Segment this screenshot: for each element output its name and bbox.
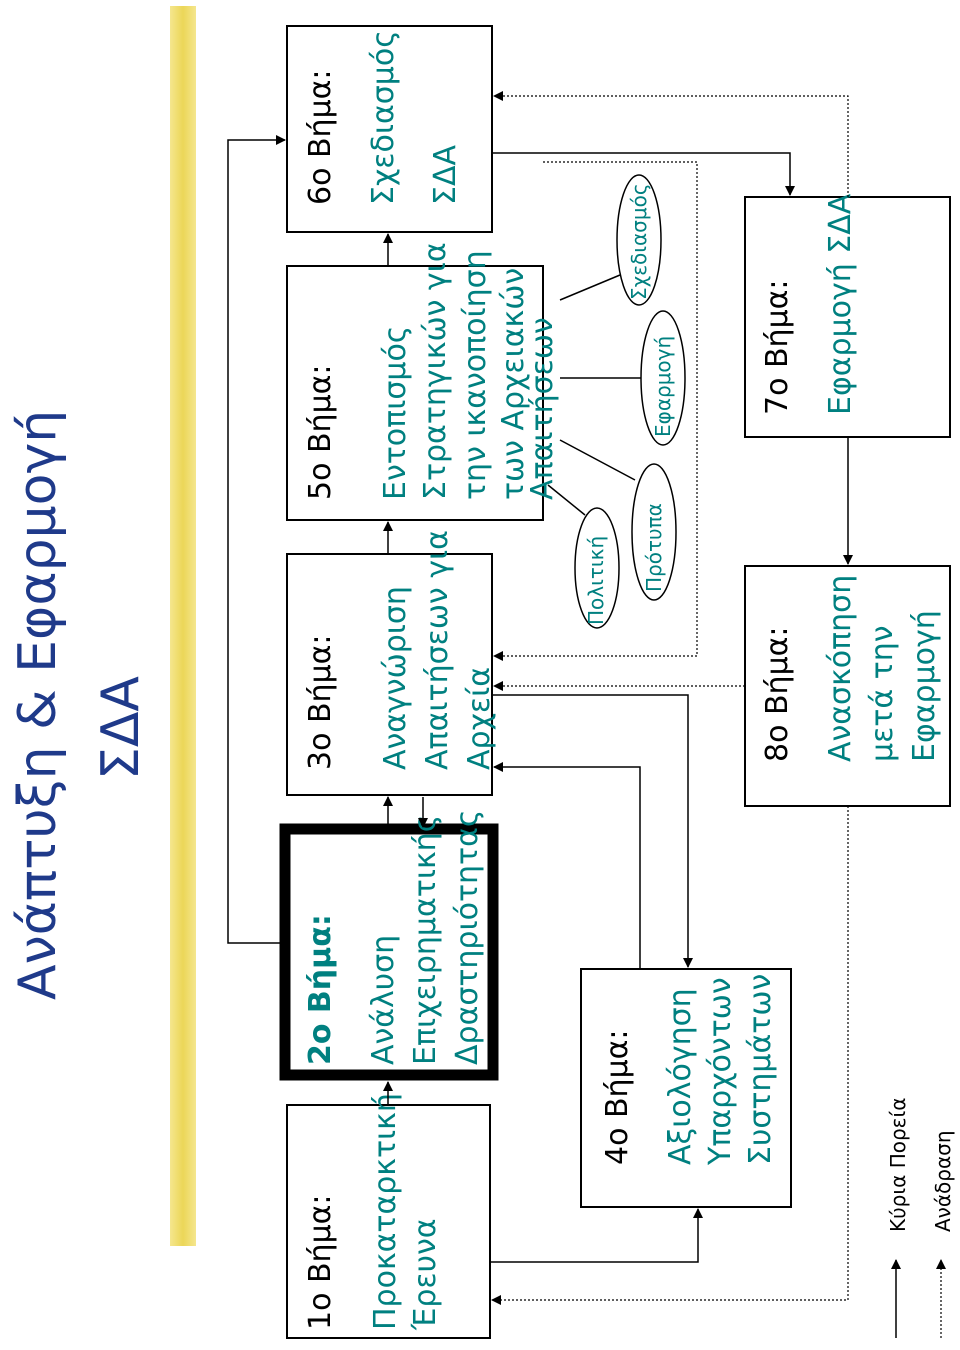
oval-politiki [574,507,620,629]
step5-line-4: των Αρχειακών [496,268,531,500]
step6-box [286,25,493,233]
oval-protypa [631,463,677,601]
feedback-7-6 [493,91,849,197]
step3-line-1: Αναγνώριση [378,586,413,770]
step4-box [580,968,792,1208]
step8-line-3: Εφαρμογή [907,610,942,762]
arrow-3-4 [492,694,693,968]
step1-line-2: Έρευνα [408,1218,443,1331]
legend-main-label: Κύρια Πορεία [886,1098,910,1232]
step4-label: 4ο Βήμα: [600,1029,635,1165]
step6-line-2: ΣΔΑ [428,145,463,205]
feedback-5-3 [493,161,698,661]
step5-line-5: Απαιτήσεων [525,317,560,500]
step5-box [286,265,544,521]
step7-line-1: Εφαρμογή ΣΔΑ [823,193,858,415]
legend-feedback-label: Ανάδραση [931,1130,955,1232]
step1-label: 1ο Βήμα: [303,1194,338,1330]
page-title-2: ΣΔΑ [91,676,151,780]
page-title: Ανάπτυξη & Εφαρμογή [8,410,68,1000]
step8-line-2: μετά την [865,625,900,762]
step7-label: 7ο Βήμα: [760,279,795,415]
step2-label: 2ο Βήμα: [303,914,338,1065]
step3-box [286,553,493,796]
step8-line-1: Ανασκόπηση [823,575,858,762]
step5-line-1: Εντοπισμός [378,326,413,500]
oval-sxediasmos-label: Σχεδιασμός [627,183,651,300]
oval-sxediasmos [616,174,662,306]
title-line-2: ΣΔΑ [91,676,151,780]
step5-label: 5ο Βήμα: [303,364,338,500]
link-step5-sxediasmos [559,274,621,301]
step2-line-3: Δραστηριότητας [450,810,485,1066]
step8-label: 8ο Βήμα: [760,626,795,762]
step6-line-1: Σχεδιασμός [366,30,401,205]
step2-box [279,823,499,1081]
step5-line-3: την ικανοποίηση [458,250,493,500]
step4-line-2: Υπαρχόντων [703,977,738,1166]
link-step5-politiki [547,484,586,516]
arrow-1-4 [490,1208,703,1263]
step3-line-2: Απαιτήσεων για [420,530,455,770]
decorative-yellow-bar [170,6,196,1246]
step1-line-1: Προκαταρκτική [368,1093,403,1330]
step6-label: 6ο Βήμα: [303,69,338,205]
oval-efarmogi-label: Εφαρμογή [651,336,675,437]
arrow-6-7 [492,152,795,196]
step1-box [286,1104,491,1339]
oval-politiki-label: Πολιτική [584,536,608,625]
step3-line-3: Αρχεία [462,667,497,770]
link-step5-protypa [559,439,636,481]
title-line-1: Ανάπτυξη & Εφαρμογή [8,410,68,1000]
step2-line-1: Ανάλυση [366,935,401,1065]
step4-line-3: Συστημάτων [743,974,778,1165]
step2-line-2: Επιχειρηματικής [408,815,443,1065]
feedback-8-1 [491,806,849,1305]
arrow-2-6 [227,135,286,944]
step4-line-1: Αξιολόγηση [663,988,698,1165]
step3-label: 3ο Βήμα: [303,634,338,770]
oval-protypa-label: Πρότυπα [642,503,666,592]
arrow-4-3 [493,762,641,969]
step8-box [744,565,951,807]
step5-line-2: Στρατηγικών για [418,242,453,500]
